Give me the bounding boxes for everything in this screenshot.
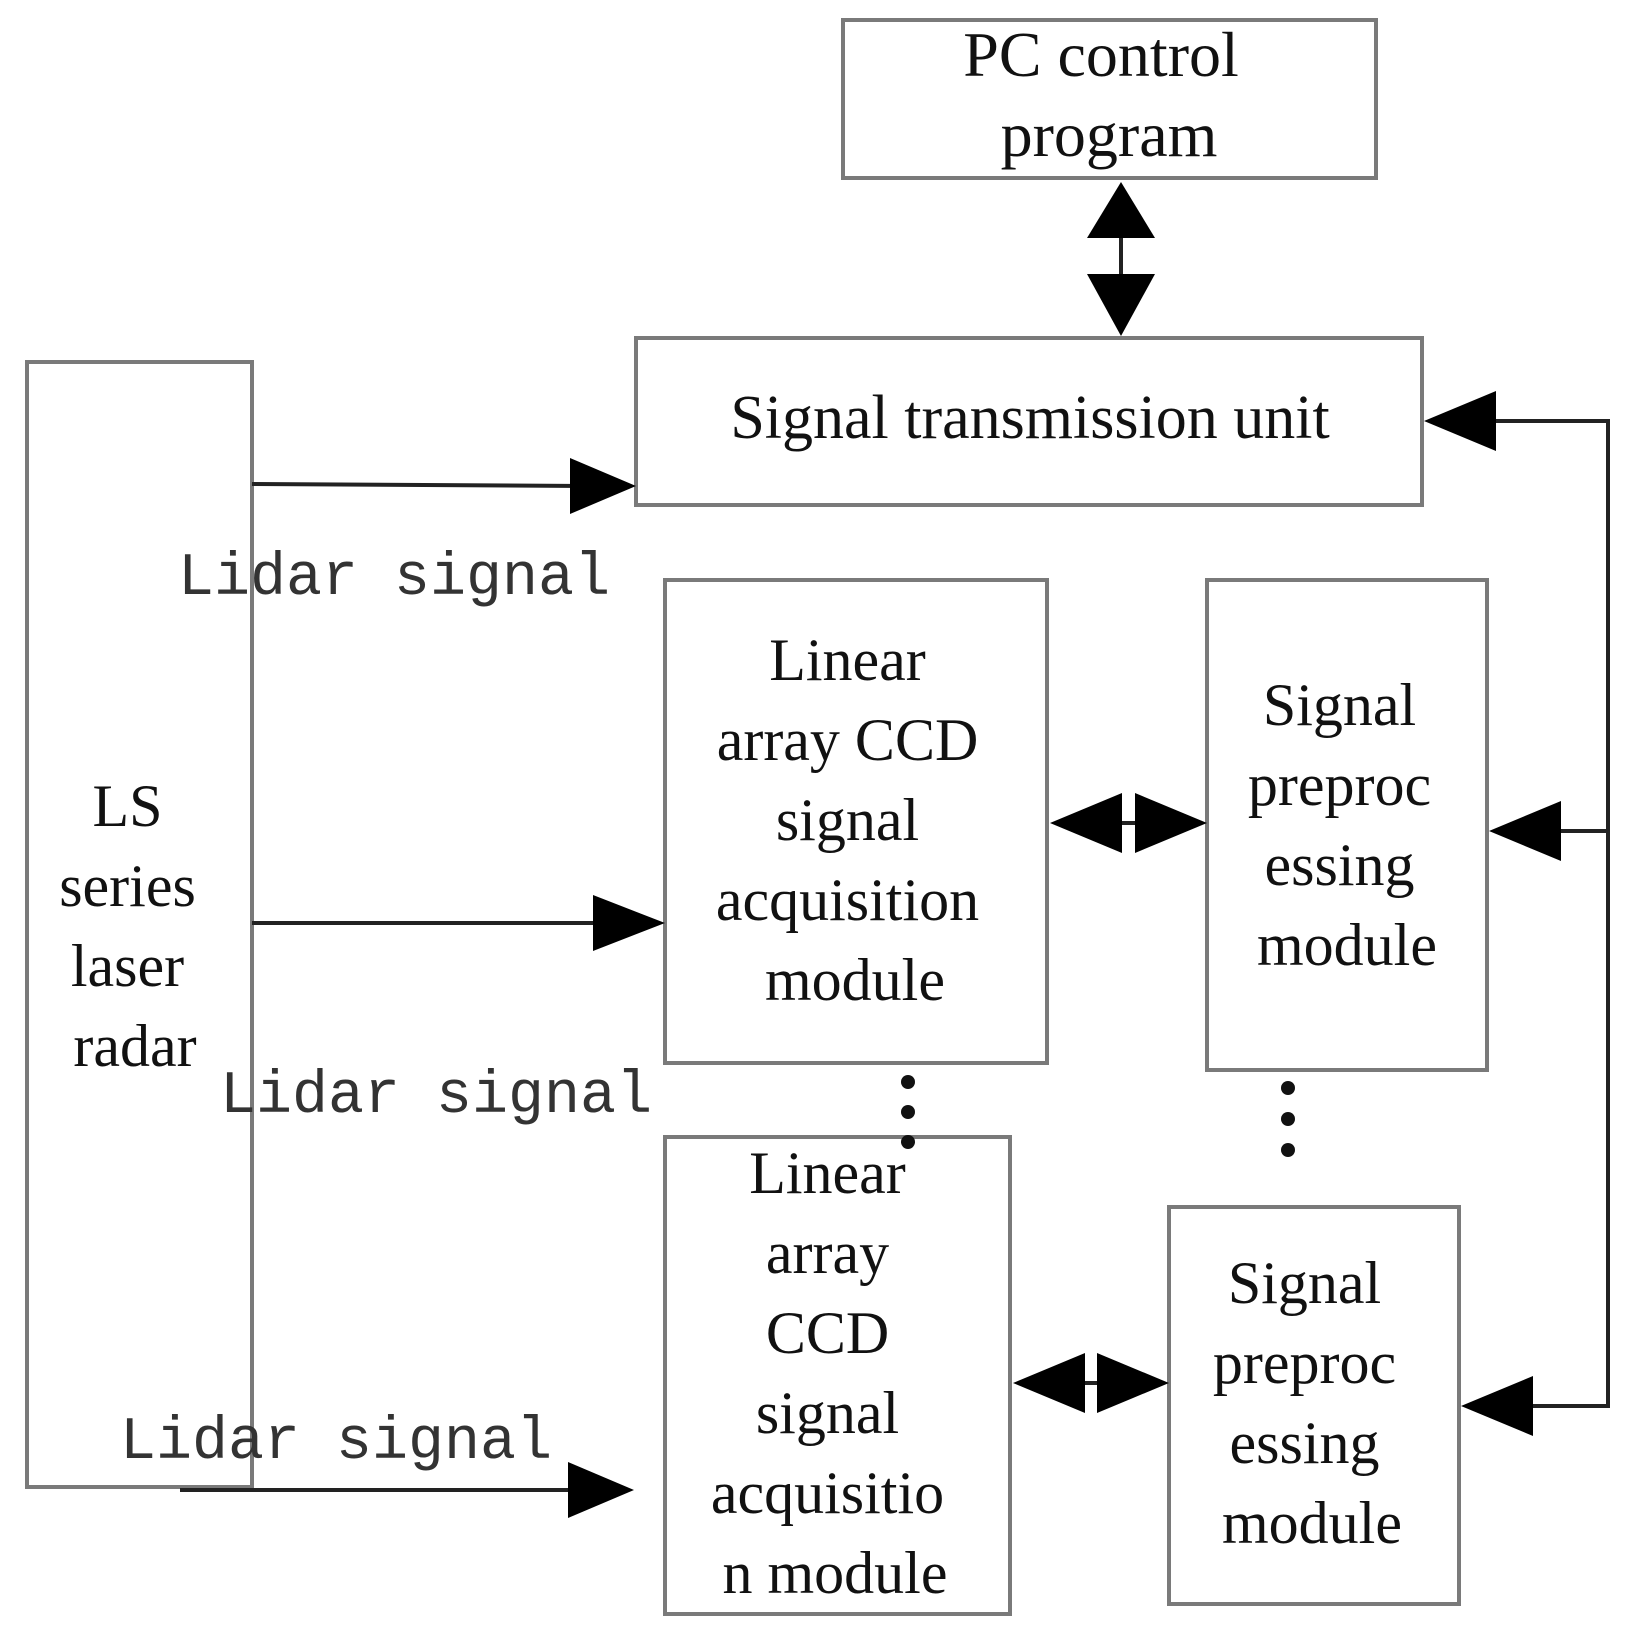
ccd-acquisition-module-1-box (663, 578, 1049, 1065)
arrowhead-to-transmission-feedback (1424, 391, 1496, 451)
arrowhead-to-ccd1-from-pre1 (1050, 793, 1122, 853)
arrowhead-to-pre2-feedback (1461, 1376, 1533, 1436)
arrowhead-up-to-pc (1087, 182, 1155, 238)
ccd-acquisition-module-2-label: Linear array CCD signal acquisitio n mod… (711, 1140, 959, 1606)
ls-series-laser-radar-label: LS series laser radar (59, 773, 211, 1079)
ellipsis-dots-ccd (901, 1075, 915, 1149)
signal-preprocessing-module-2-label: Signal preproc essing module (1213, 1250, 1411, 1556)
feedback-bus (1445, 419, 1610, 1408)
signal-transmission-unit-box (634, 336, 1424, 507)
signal-preprocessing-module-1-label: Signal preproc essing module (1248, 672, 1446, 978)
arrowhead-to-pre2-from-ccd2 (1097, 1353, 1169, 1413)
signal-transmission-unit-label: Signal transmission unit (730, 384, 1329, 452)
arrowhead-to-transmission-1 (570, 458, 636, 514)
lidar-signal-label-3: Lidar signal (120, 1409, 552, 1477)
signal-preprocessing-module-1-box (1205, 578, 1489, 1072)
lidar-signal-label-2: Lidar signal (220, 1063, 652, 1131)
signal-preprocessing-module-2-box (1167, 1205, 1461, 1606)
arrowhead-to-ccd2 (568, 1462, 634, 1518)
ccd-acquisition-module-2-box (663, 1135, 1012, 1616)
arrowhead-to-ccd2-from-pre2 (1013, 1353, 1085, 1413)
pc-control-program-label: PC control program (963, 19, 1255, 170)
ls-series-laser-radar-box (25, 360, 254, 1489)
arrowhead-to-ccd1 (593, 895, 665, 951)
ccd-acquisition-module-1-label: Linear array CCD signal acquisition modu… (716, 627, 994, 1013)
arrowhead-to-pre1-feedback (1489, 801, 1561, 861)
arrowhead-down-to-transmission (1087, 274, 1155, 336)
lidar-link-1 (251, 482, 586, 488)
arrowhead-to-pre1-from-ccd1 (1135, 793, 1207, 853)
pc-control-program-box (841, 18, 1378, 180)
ellipsis-dots-preprocessing (1281, 1081, 1295, 1157)
lidar-signal-label-1: Lidar signal (178, 545, 610, 613)
